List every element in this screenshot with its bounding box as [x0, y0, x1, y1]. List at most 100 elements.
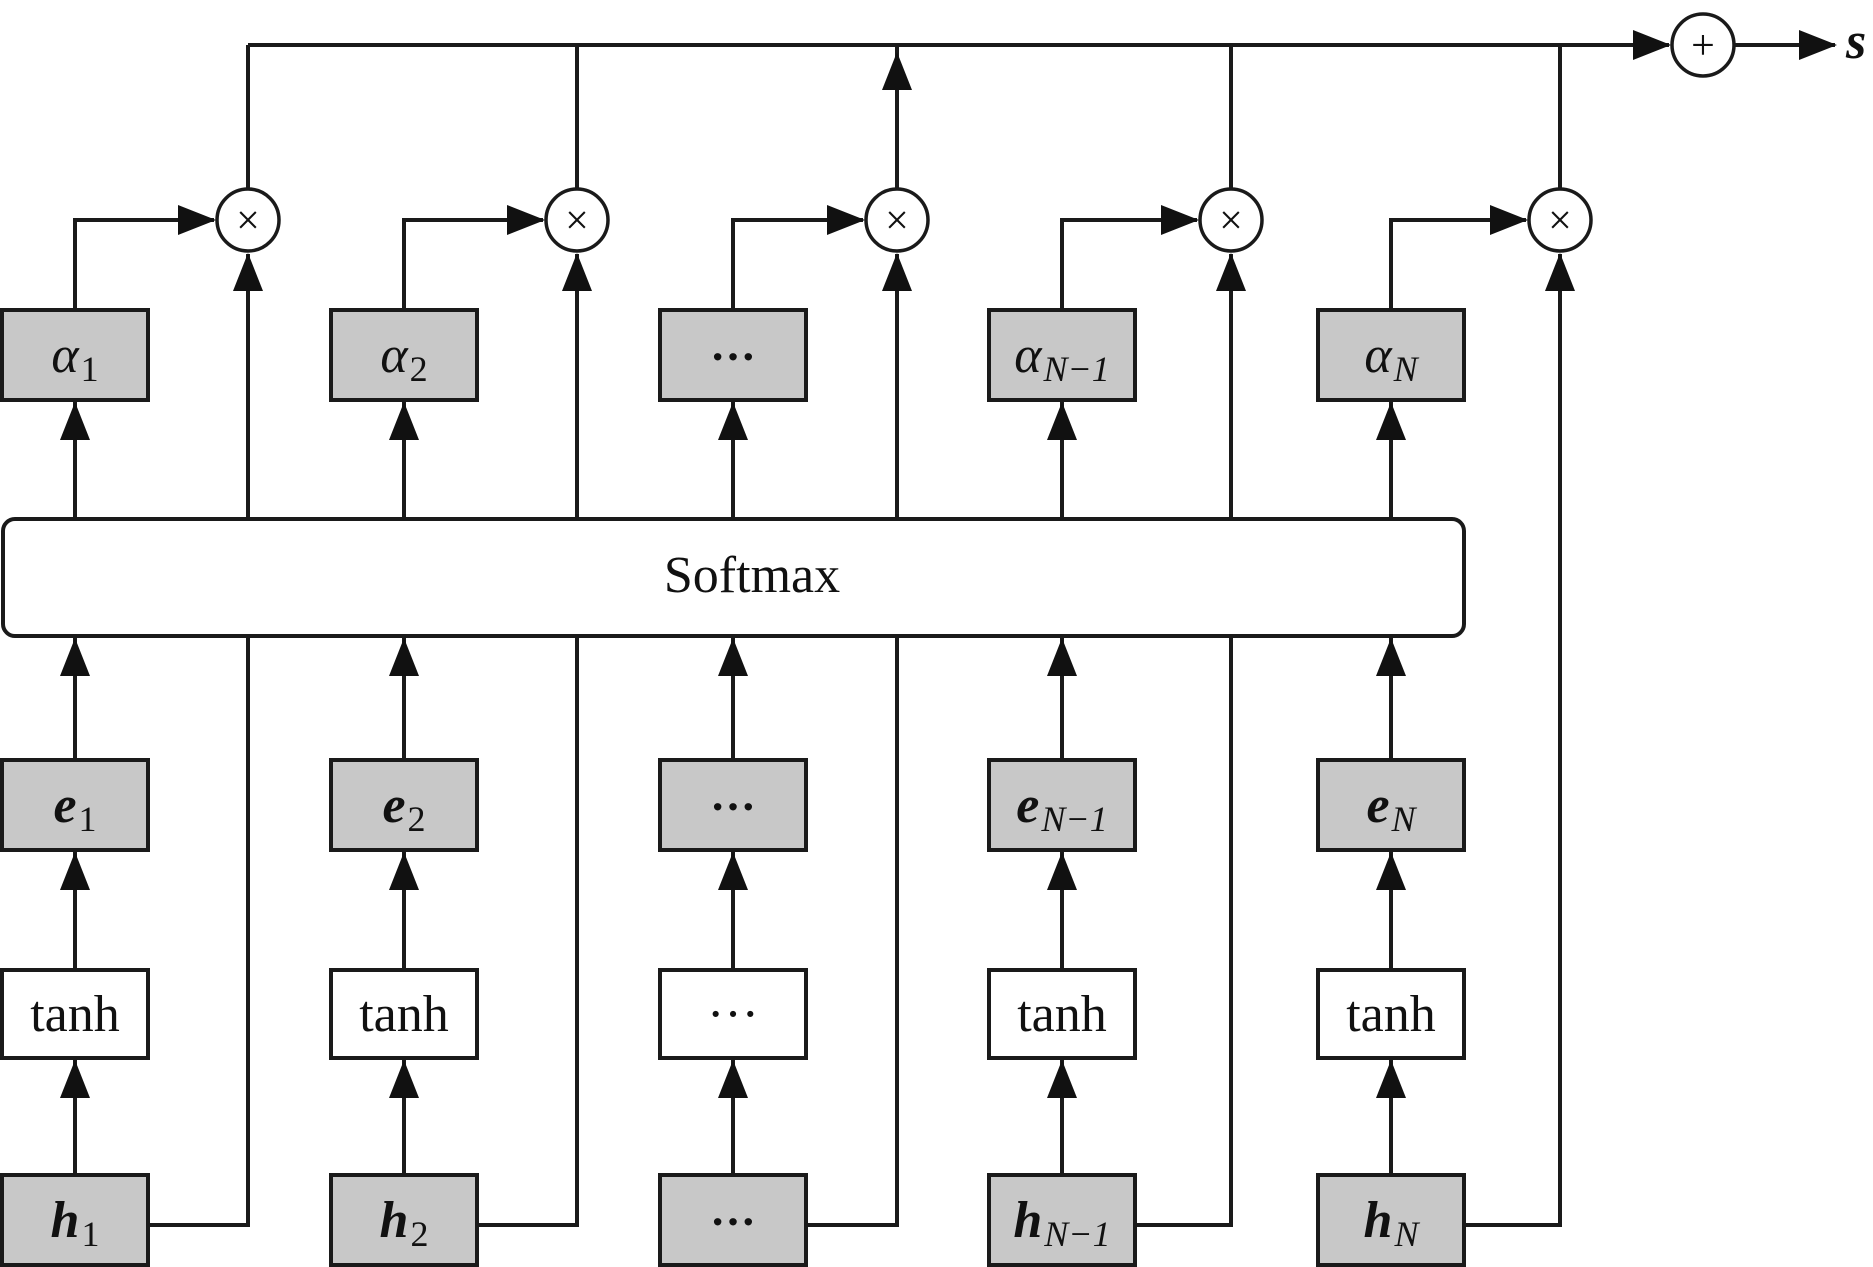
e-node: eN−1	[987, 758, 1137, 852]
e-box	[0, 758, 150, 852]
arrow-softmax-to-alpha	[389, 402, 419, 440]
arrow-sum-to-output	[1799, 30, 1837, 60]
act-label: tanh	[1017, 986, 1107, 1043]
e-box	[1316, 758, 1466, 852]
sum-node: +	[1670, 12, 1736, 78]
arrow-h-skip	[233, 253, 263, 291]
alpha-node: α2	[329, 308, 479, 402]
multiply-node-circle	[864, 187, 930, 253]
e-label: eN−1	[1016, 777, 1107, 839]
alpha-label: α2	[380, 327, 427, 389]
wire-h-skip	[1135, 254, 1233, 1227]
h-node: h1	[0, 1173, 150, 1267]
softmax-box	[1, 517, 1466, 638]
alpha-box	[329, 308, 479, 402]
arrow-softmax-to-alpha	[60, 402, 90, 440]
alpha-node: αN−1	[987, 308, 1137, 402]
arrow-softmax-to-alpha	[1376, 402, 1406, 440]
act-box	[1316, 968, 1466, 1060]
alpha-label: α1	[51, 327, 98, 389]
arrowheads	[60, 30, 1837, 1098]
act-node: ···	[658, 968, 808, 1060]
h-node: hN	[1316, 1173, 1466, 1267]
arrow-e-to-softmax	[1376, 638, 1406, 676]
e-label: e1	[53, 777, 96, 839]
act-node: tanh	[0, 968, 150, 1060]
node-boxes: α1 e1 tanh h1 α2 e2 tanh h2 ··· ··· ··· ··· αN−1 eN−1…	[0, 308, 1466, 1267]
e-box	[658, 758, 808, 852]
arrow-act-to-e	[389, 852, 419, 890]
arrow-h-to-act	[1047, 1060, 1077, 1098]
multiply-node-symbol: ×	[236, 198, 260, 244]
act-label: tanh	[1346, 986, 1436, 1043]
act-node: tanh	[329, 968, 479, 1060]
multiply-node: ×	[1527, 187, 1593, 253]
arrow-h-skip	[1216, 253, 1246, 291]
h-label: h2	[380, 1192, 429, 1254]
arrow-act-to-e	[1047, 852, 1077, 890]
act-node: tanh	[987, 968, 1137, 1060]
act-label: ···	[707, 986, 759, 1043]
h-box	[658, 1173, 808, 1267]
alpha-label: αN−1	[1014, 327, 1110, 389]
h-node: ···	[658, 1173, 808, 1267]
alpha-node: αN	[1316, 308, 1466, 402]
wire-h-skip	[148, 254, 250, 1227]
wire-h-skip	[477, 254, 579, 1227]
multiply-node: ×	[864, 187, 930, 253]
multiply-node: ×	[544, 187, 610, 253]
multiply-node-circle	[215, 187, 281, 253]
arrow-middle-to-bus	[882, 52, 912, 90]
alpha-box	[1316, 308, 1466, 402]
arrow-alpha-to-multiply	[1161, 205, 1199, 235]
alpha-box	[987, 308, 1137, 402]
arrow-alpha-to-multiply	[178, 205, 216, 235]
e-node: eN	[1316, 758, 1466, 852]
arrow-alpha-to-multiply	[507, 205, 545, 235]
multiply-node-circle	[1198, 187, 1264, 253]
h-node: h2	[329, 1173, 479, 1267]
alpha-label: αN	[1364, 327, 1419, 389]
arrow-e-to-softmax	[389, 638, 419, 676]
arrow-act-to-e	[60, 852, 90, 890]
act-label: tanh	[359, 986, 449, 1043]
wire-alpha-to-multiply	[731, 218, 863, 310]
multiply-node-symbol: ×	[1219, 198, 1243, 244]
h-box	[1316, 1173, 1466, 1267]
output-label: s	[1845, 13, 1866, 70]
h-label: h1	[51, 1192, 100, 1254]
act-label: tanh	[30, 986, 120, 1043]
wire-alpha-to-multiply	[73, 218, 214, 310]
multiply-node-circle	[1527, 187, 1593, 253]
e-label: ···	[710, 781, 756, 832]
arrow-softmax-to-alpha	[718, 402, 748, 440]
arrow-bus-to-sum	[1633, 30, 1671, 60]
e-label: e2	[382, 777, 425, 839]
e-node: e2	[329, 758, 479, 852]
sum-node-circle	[1670, 12, 1736, 78]
wire-alpha-to-multiply	[1060, 218, 1197, 310]
arrow-h-to-act	[1376, 1060, 1406, 1098]
arrow-h-to-act	[389, 1060, 419, 1098]
arrow-h-to-act	[718, 1060, 748, 1098]
arrow-alpha-to-multiply	[1490, 205, 1528, 235]
wire-h-skip	[806, 254, 899, 1227]
e-box	[329, 758, 479, 852]
arrow-h-skip	[882, 253, 912, 291]
arrow-e-to-softmax	[60, 638, 90, 676]
sum-node-symbol: +	[1691, 23, 1715, 69]
wire-alpha-to-multiply	[1389, 218, 1526, 310]
arrow-act-to-e	[1376, 852, 1406, 890]
h-box	[987, 1173, 1137, 1267]
h-label: hN	[1364, 1192, 1421, 1254]
arrow-e-to-softmax	[1047, 638, 1077, 676]
e-node: e1	[0, 758, 150, 852]
arrow-h-skip	[1545, 253, 1575, 291]
act-node: tanh	[1316, 968, 1466, 1060]
e-box	[987, 758, 1137, 852]
e-node: ···	[658, 758, 808, 852]
alpha-node: ···	[658, 308, 808, 402]
h-box	[0, 1173, 150, 1267]
arrow-h-skip	[562, 253, 592, 291]
